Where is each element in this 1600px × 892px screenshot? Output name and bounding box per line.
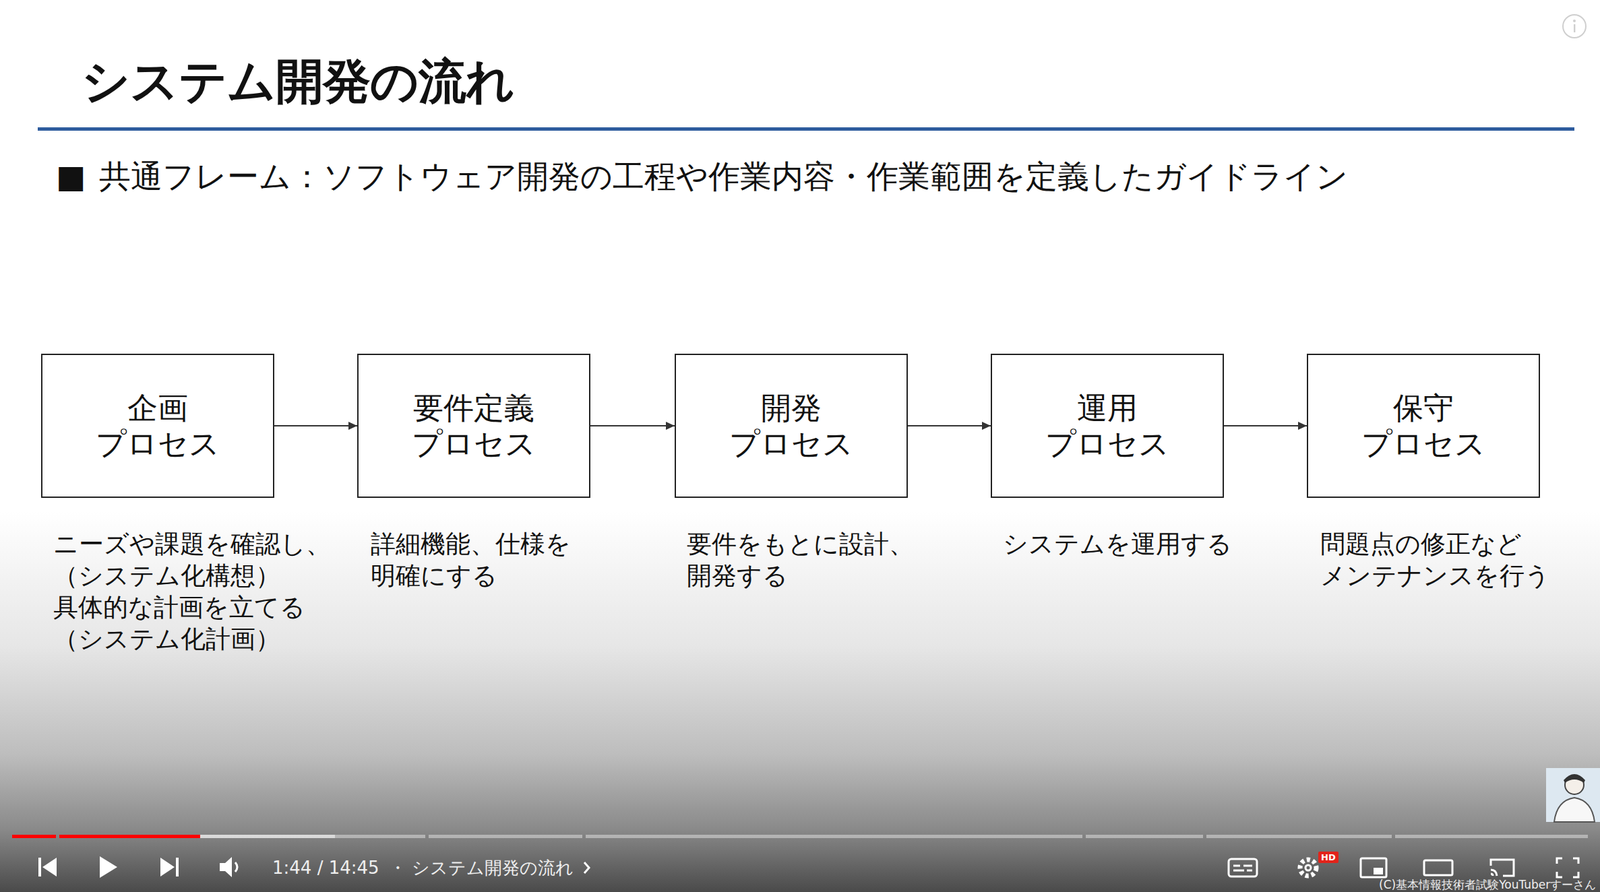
next-icon xyxy=(160,857,175,877)
process-description: ニーズや課題を確認し、 （システム化構想） 具体的な計画を立てる （システム化計… xyxy=(53,528,343,656)
chapter-segment xyxy=(334,835,426,839)
process-box: 開発 プロセス xyxy=(674,353,908,499)
chapter-segment xyxy=(1206,835,1392,839)
theater-icon xyxy=(1424,860,1453,876)
video-time: 1:44 / 14:45 xyxy=(272,857,380,879)
process-name: 運用 プロセス xyxy=(1037,390,1178,462)
hd-badge: HD xyxy=(1318,851,1339,864)
next-icon-bar xyxy=(175,857,179,877)
settings-gear xyxy=(1300,859,1317,877)
process-name: 企画 プロセス xyxy=(88,390,228,462)
process-box: 企画 プロセス xyxy=(41,353,275,499)
title-rule xyxy=(37,127,1575,131)
process-description: 要件をもとに設計、 開発する xyxy=(686,528,927,592)
played-segment xyxy=(12,835,56,839)
volume-wave xyxy=(235,862,238,873)
flow-arrow xyxy=(590,421,675,430)
chapter-chevron xyxy=(584,862,590,874)
info-icon xyxy=(1562,14,1586,38)
settings-hub xyxy=(1305,865,1311,871)
miniplayer-icon xyxy=(1360,858,1387,878)
flow-arrow xyxy=(274,421,358,430)
process-name: 要件定義 プロセス xyxy=(404,390,544,462)
buffered-segment xyxy=(200,835,335,839)
slide-title: システム開発の流れ xyxy=(81,49,515,114)
flow-arrow xyxy=(1223,421,1307,430)
player-right-controls xyxy=(1228,858,1579,878)
avatar-ground xyxy=(1546,768,1600,823)
bullet-mark: ■ xyxy=(55,156,86,197)
process-name: 開発 プロセス xyxy=(721,390,862,462)
watermark: (C)基本情報技術者試験YouTuberすーさん xyxy=(1378,878,1596,892)
subtitles-icon xyxy=(1228,859,1257,877)
chapter-segment xyxy=(1085,835,1204,839)
process-description: システムを運用する xyxy=(1002,528,1233,561)
chapter-segment xyxy=(1395,835,1588,839)
flow-arrow xyxy=(907,421,991,430)
chapter-segment xyxy=(428,835,583,839)
subtitles-lines xyxy=(1233,866,1253,871)
chapter-title: システム開発の流れ xyxy=(411,857,574,879)
miniplayer-inset xyxy=(1373,868,1383,875)
chapter-segment xyxy=(585,835,1083,839)
info-circle xyxy=(1562,14,1586,38)
played-segment xyxy=(59,835,201,839)
progress-bar xyxy=(12,835,1588,839)
process-name: 保守 プロセス xyxy=(1354,390,1494,462)
avatar-thumbnail xyxy=(1546,768,1600,823)
avatar-hair xyxy=(1563,774,1586,784)
volume-icon xyxy=(219,857,232,878)
info-stem xyxy=(1573,24,1576,33)
cast-waves xyxy=(1490,870,1497,877)
process-box: 保守 プロセス xyxy=(1306,353,1541,499)
cast-frame xyxy=(1490,859,1514,877)
separator-dot: ・ xyxy=(388,857,407,879)
avatar-body xyxy=(1554,797,1595,823)
prev-icon xyxy=(42,857,57,877)
info-dot xyxy=(1573,19,1576,23)
process-box: 要件定義 プロセス xyxy=(357,353,591,499)
player-controls xyxy=(38,856,238,879)
process-description: 問題点の修正など メンテナンスを行う xyxy=(1320,528,1560,592)
fullscreen-icon xyxy=(1556,858,1579,878)
definition-text: 共通フレーム：ソフトウェア開発の工程や作業内容・作業範囲を定義したガイドライン xyxy=(99,156,1348,197)
play-icon xyxy=(99,856,118,879)
process-description: 詳細機能、仕様を 明確にする xyxy=(370,528,586,592)
prev-icon-bar xyxy=(38,857,42,877)
process-box: 運用 プロセス xyxy=(990,353,1224,499)
